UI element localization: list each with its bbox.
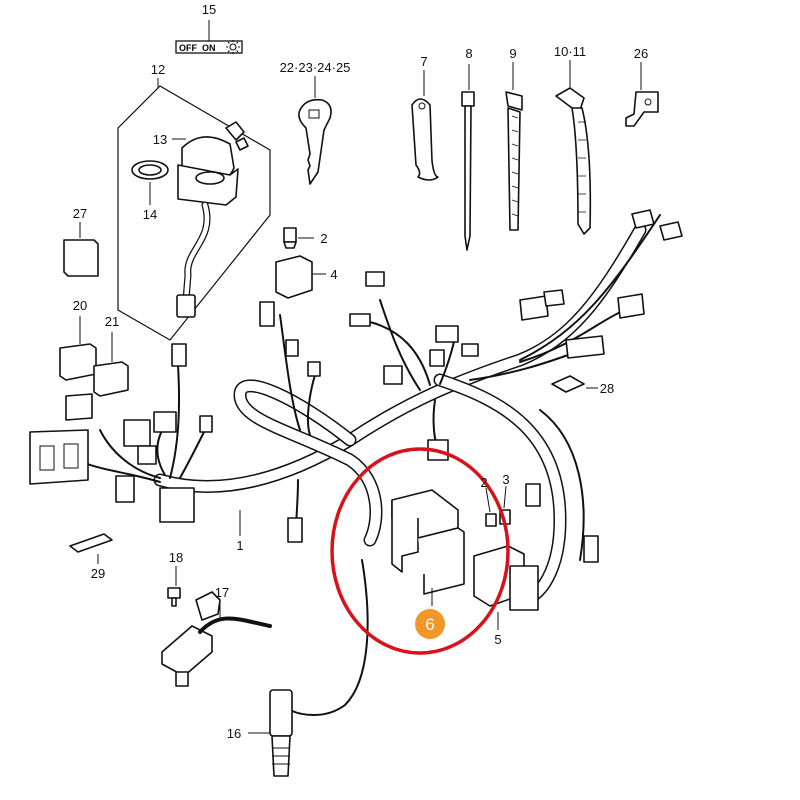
relay-6 (391, 489, 465, 606)
callout-12: 12 (151, 62, 165, 77)
callout-15: 15 (202, 2, 216, 17)
bracket-26 (625, 62, 659, 127)
part-number-badge-label: 6 (425, 615, 434, 634)
relay-27 (63, 222, 99, 277)
relay-4 (275, 255, 326, 299)
plate-29 (69, 533, 113, 564)
callout-4: 4 (330, 267, 337, 282)
ignition-key (298, 76, 332, 185)
callout-10-11: 10·11 (554, 44, 586, 59)
harness-connectors (29, 209, 683, 563)
light-icon (229, 43, 237, 51)
callout-20: 20 (73, 298, 87, 313)
main-wiring-harness (69, 214, 661, 716)
callout-7: 7 (420, 54, 427, 69)
relay-20 (59, 316, 97, 381)
switch-plate-on: ON (202, 43, 216, 53)
harness-clamp-7 (411, 70, 439, 181)
relay-21 (93, 332, 129, 397)
callout-labels: 15 12 13 14 22·23·24·25 7 8 9 10·11 26 2… (73, 2, 648, 741)
switch-17 (161, 591, 272, 687)
fuse-2-upper (283, 227, 314, 249)
callout-1: 1 (236, 538, 243, 553)
callout-26: 26 (634, 46, 648, 61)
part-number-badge (415, 609, 445, 639)
callout-14: 14 (143, 207, 157, 222)
callout-5: 5 (494, 632, 501, 647)
cable-tie-9 (505, 62, 523, 231)
callout-29: 29 (91, 566, 105, 581)
plate-28 (551, 375, 598, 393)
cable-tie-10-11 (555, 60, 592, 235)
callout-2-upper: 2 (320, 231, 327, 246)
callout-3: 3 (502, 472, 509, 487)
speed-sensor-16 (248, 689, 293, 777)
callout-28: 28 (600, 381, 614, 396)
callout-18: 18 (169, 550, 183, 565)
ignition-switch-assembly (117, 78, 271, 341)
highlight-circle (330, 447, 510, 655)
switch-plate-off: OFF (179, 43, 197, 53)
callout-2-lower: 2 (480, 475, 487, 490)
callout-16: 16 (227, 726, 241, 741)
callout-9: 9 (509, 46, 516, 61)
callout-27: 27 (73, 206, 87, 221)
callout-21: 21 (105, 314, 119, 329)
callout-17: 17 (215, 585, 229, 600)
callout-22-25: 22·23·24·25 (280, 60, 351, 75)
bolt-18 (167, 566, 181, 607)
fuse-box-5 (473, 485, 539, 630)
callout-13: 13 (153, 132, 167, 147)
ignition-switch-plate: OFF ON (175, 20, 243, 54)
cable-tie-8 (461, 64, 475, 251)
callout-8: 8 (465, 46, 472, 61)
